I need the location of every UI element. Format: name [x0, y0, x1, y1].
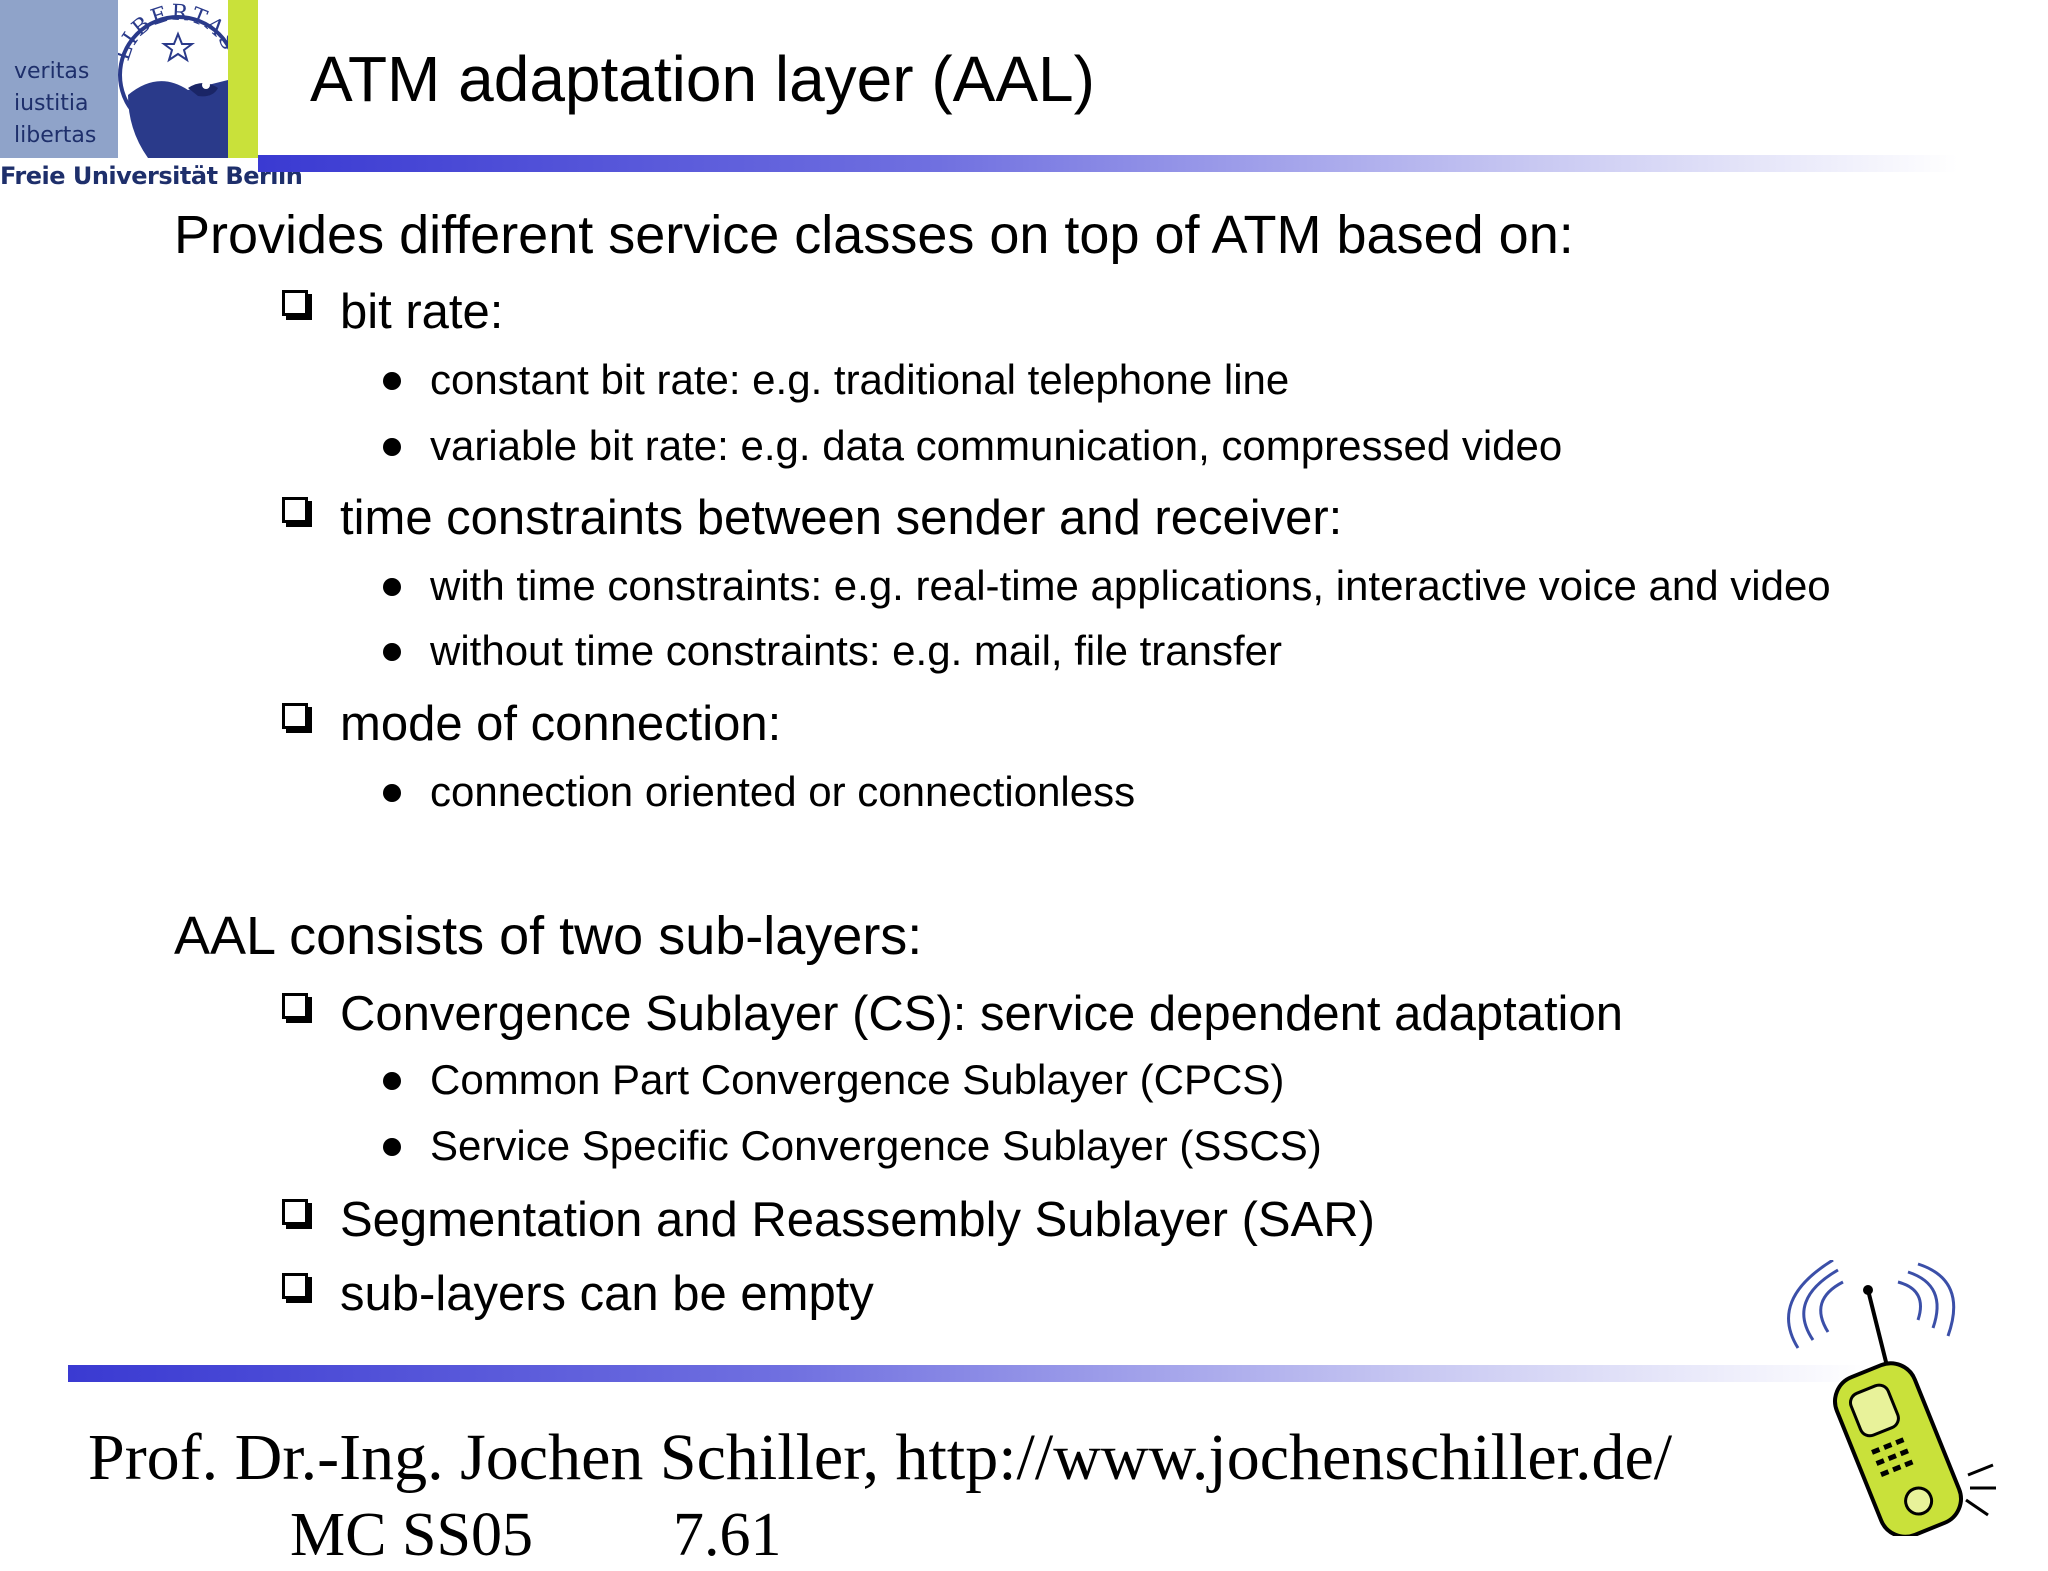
page-number: 7.61: [672, 1501, 782, 1569]
slide-title: ATM adaptation layer (AAL): [310, 43, 1095, 115]
mobile-phone-icon: [1768, 1258, 1998, 1539]
logo-motto-line: veritas: [14, 59, 90, 84]
list-item: Segmentation and Reassembly Sublayer (SA…: [340, 1193, 1375, 1247]
section-heading: Provides different service classes on to…: [174, 205, 1574, 265]
checkbox-bullet-icon: [282, 497, 308, 523]
checkbox-bullet-icon: [282, 993, 308, 1019]
logo-green-bar: [228, 0, 258, 158]
checkbox-bullet-icon: [282, 290, 308, 316]
sub-list-item: connection oriented or connectionless: [430, 768, 1136, 815]
checkbox-bullet-icon: [282, 1199, 308, 1225]
logo-motto-box: veritas iustitia libertas: [0, 0, 120, 158]
bullet-dot-icon: [383, 578, 401, 596]
bullet-dot-icon: [383, 1072, 401, 1090]
list-item: mode of connection:: [340, 697, 782, 751]
logo-motto-line: libertas: [14, 123, 97, 148]
checkbox-bullet-icon: [282, 1273, 308, 1299]
list-item: sub-layers can be empty: [340, 1267, 874, 1321]
bullet-dot-icon: [383, 643, 401, 661]
section-heading: AAL consists of two sub-layers:: [174, 906, 923, 966]
university-seal-icon: LIBERTAS: [110, 0, 241, 158]
university-logo: veritas iustitia libertas LIBERTAS Freie…: [0, 0, 303, 190]
bullet-dot-icon: [383, 372, 401, 390]
sub-list-item: with time constraints: e.g. real-time ap…: [430, 562, 1831, 609]
sub-list-item: Service Specific Convergence Sublayer (S…: [430, 1122, 1322, 1169]
sub-list-item: constant bit rate: e.g. traditional tele…: [430, 356, 1290, 403]
footer-author: Prof. Dr.-Ing. Jochen Schiller, http://w…: [88, 1421, 1673, 1494]
footer-course: MC SS05: [290, 1501, 533, 1569]
university-name: Freie Universität Berlin: [0, 162, 303, 190]
logo-motto-line: iustitia: [14, 91, 89, 116]
sub-list-item: without time constraints: e.g. mail, fil…: [430, 627, 1282, 674]
title-divider: [258, 155, 1958, 172]
footer-divider: [68, 1365, 1868, 1382]
bullet-dot-icon: [383, 784, 401, 802]
bullet-dot-icon: [383, 438, 401, 456]
list-item: Convergence Sublayer (CS): service depen…: [340, 987, 1623, 1041]
list-item: bit rate:: [340, 285, 504, 339]
bullet-dot-icon: [383, 1138, 401, 1156]
checkbox-bullet-icon: [282, 703, 308, 729]
list-item: time constraints between sender and rece…: [340, 491, 1343, 545]
sub-list-item: variable bit rate: e.g. data communicati…: [430, 422, 1563, 469]
sub-list-item: Common Part Convergence Sublayer (CPCS): [430, 1056, 1285, 1103]
